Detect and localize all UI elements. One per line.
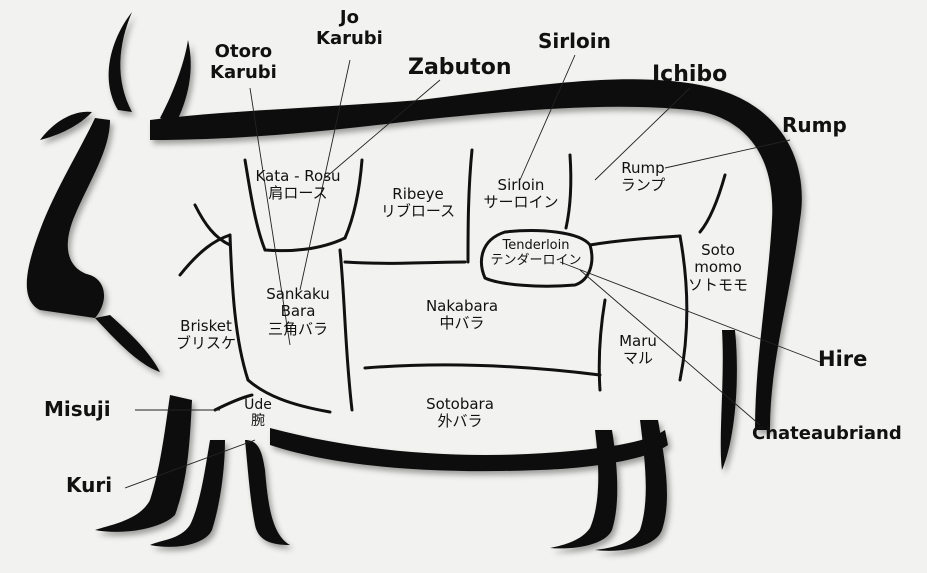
div-kata-right bbox=[345, 160, 362, 238]
label-sirloin-outer: Sirloin bbox=[538, 30, 611, 53]
div-sirloin-right bbox=[566, 155, 571, 228]
div-rib-bottom bbox=[345, 262, 465, 263]
label-ichibo: Ichibo bbox=[652, 62, 727, 87]
label-chateaubriand: Chateaubriand bbox=[752, 424, 902, 445]
ear bbox=[40, 112, 92, 140]
hind-leg-2 bbox=[550, 430, 617, 548]
label-jo-karubi: Jo Karubi bbox=[316, 8, 383, 49]
label-misuji: Misuji bbox=[44, 398, 111, 421]
head-outline bbox=[27, 118, 110, 318]
neck-stroke bbox=[95, 315, 160, 372]
div-rib-right bbox=[468, 150, 472, 262]
div-naka-bottom bbox=[365, 365, 600, 375]
leader-kuri bbox=[125, 440, 255, 488]
div-kata-bottom bbox=[265, 238, 345, 251]
label-zabuton: Zabuton bbox=[408, 55, 512, 80]
div-chest bbox=[195, 205, 230, 245]
tail bbox=[721, 330, 737, 470]
div-sankaku-right bbox=[340, 250, 352, 410]
label-otoro-karubi: Otoro Karubi bbox=[210, 42, 277, 83]
label-rump-outer: Rump bbox=[782, 114, 847, 137]
label-kuri: Kuri bbox=[66, 474, 112, 497]
div-rump-right bbox=[700, 175, 725, 232]
left-horn bbox=[109, 12, 132, 112]
leader-sirloin bbox=[520, 55, 575, 180]
div-sankaku-left bbox=[230, 235, 248, 380]
right-horn bbox=[160, 40, 191, 125]
div-soto bbox=[680, 236, 687, 380]
div-maru-left bbox=[599, 300, 605, 390]
front-leg-2 bbox=[245, 440, 290, 545]
div-rump-lower bbox=[590, 236, 680, 245]
label-hire: Hire bbox=[818, 347, 867, 371]
